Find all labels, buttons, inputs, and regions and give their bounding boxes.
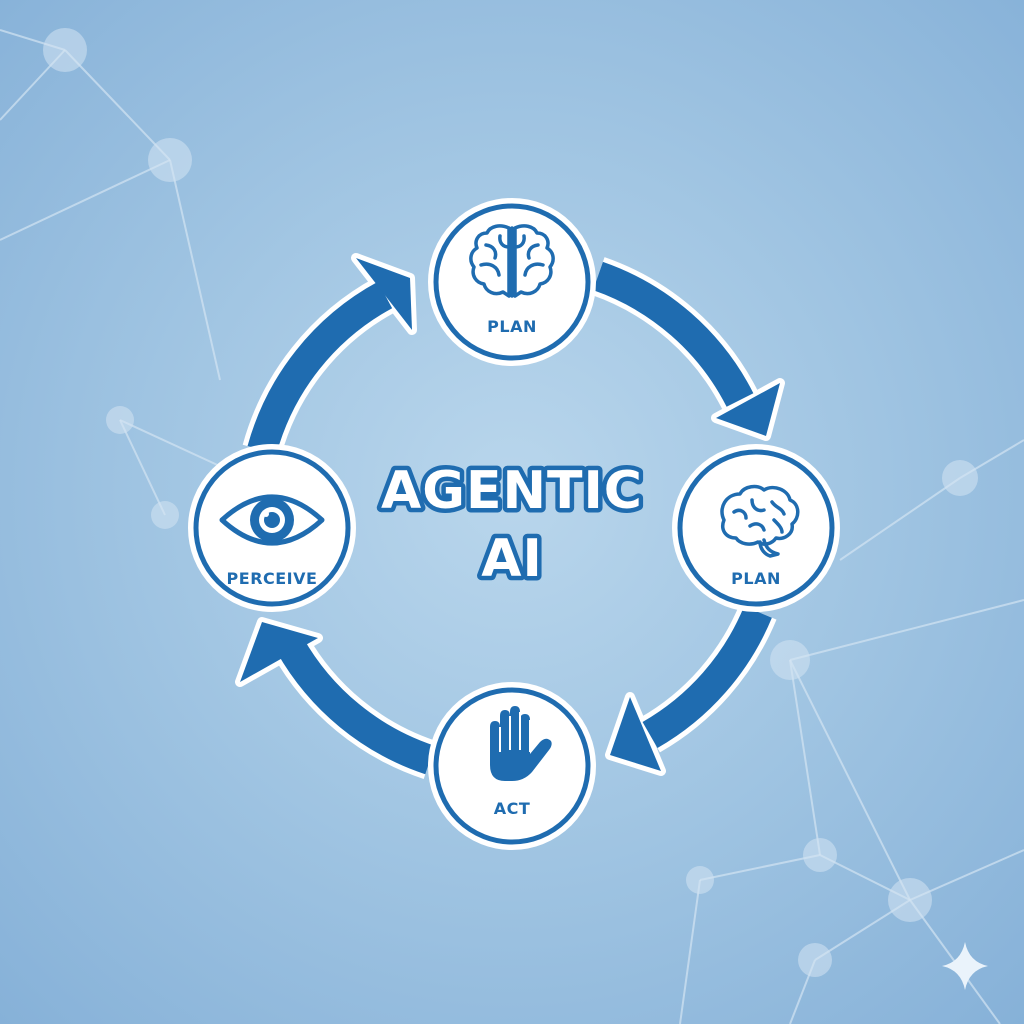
brain-side-icon	[720, 484, 800, 558]
title-line-1: AGENTIC	[381, 461, 643, 521]
node-label-right: PLAN	[731, 569, 781, 588]
node-label-left: PERCEIVE	[227, 569, 318, 588]
arrow-bottom-to-left	[235, 617, 437, 779]
cycle-arrows	[235, 253, 785, 779]
node-label-top: PLAN	[487, 317, 537, 336]
eye-icon	[219, 494, 325, 546]
node-top-plan: PLAN	[428, 198, 596, 366]
arrow-right-to-bottom	[605, 604, 777, 776]
node-left-perceive: PERCEIVE	[188, 444, 356, 612]
title-line-2: AI	[481, 529, 543, 589]
background-network	[0, 28, 1024, 1024]
node-right-plan: PLAN	[672, 444, 840, 612]
node-label-bottom: ACT	[494, 799, 531, 818]
sparkle-icon	[942, 942, 988, 990]
arrow-left-to-top	[242, 253, 417, 456]
hand-icon	[490, 706, 552, 781]
arrow-top-to-right	[591, 257, 785, 441]
node-bottom-act: ACT	[428, 682, 596, 850]
brain-icon	[469, 224, 555, 298]
